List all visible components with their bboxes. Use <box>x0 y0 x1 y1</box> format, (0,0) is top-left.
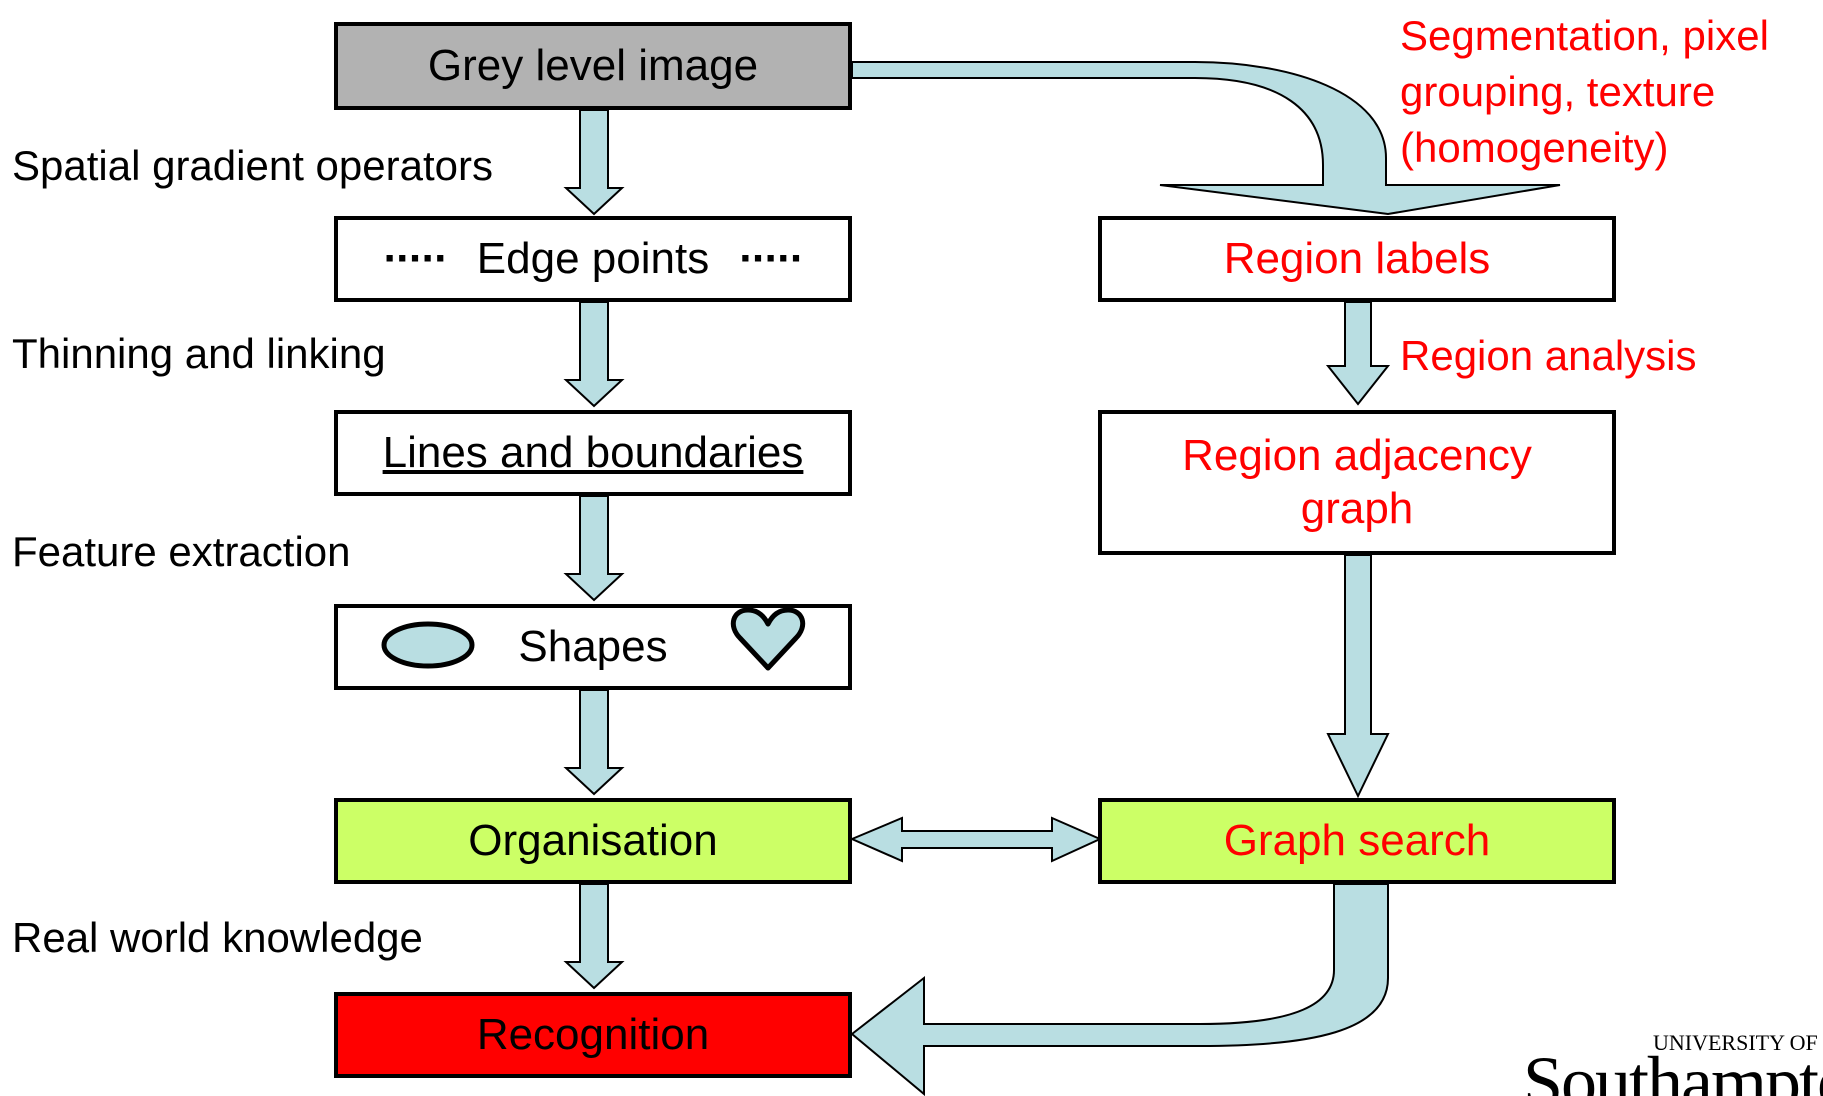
box-organisation-label: Organisation <box>468 815 718 865</box>
arrow-grey-to-edge <box>563 109 625 216</box>
label-segmentation-3: (homogeneity) <box>1400 124 1669 171</box>
box-region-labels: Region labels <box>1098 216 1616 302</box>
arrow-organisation-to-recognition <box>563 883 625 990</box>
arrow-adjacency-to-graph-search <box>1326 554 1390 799</box>
box-region-labels-label: Region labels <box>1223 233 1491 283</box>
box-shapes-label: Shapes <box>518 621 668 671</box>
ellipse-icon <box>381 621 475 669</box>
edge-dots-right: ····· <box>739 233 804 283</box>
box-edge-points: ····· Edge points ····· <box>334 216 852 302</box>
arrow-lines-to-shapes <box>563 495 625 602</box>
box-grey-level-image-label: Grey level image <box>427 40 759 90</box>
label-segmentation-2: grouping, texture <box>1400 68 1716 115</box>
arrow-edge-to-lines <box>563 301 625 408</box>
box-recognition: Recognition <box>334 992 852 1078</box>
university-logo: UNIVERSITY OF Southampton <box>1523 1026 1823 1096</box>
logo-southampton: Southampton <box>1523 1042 1823 1096</box>
label-feature-extraction: Feature extraction <box>12 528 351 575</box>
box-region-adjacency-graph: Region adjacency graph <box>1098 410 1616 555</box>
arrow-grey-to-region-labels <box>851 61 1561 216</box>
edge-dots-left: ····· <box>383 233 449 283</box>
arrow-shapes-to-organisation <box>563 689 625 796</box>
heart-icon <box>730 607 806 671</box>
label-segmentation-1: Segmentation, pixel <box>1400 12 1769 59</box>
arrow-graph-search-to-recognition <box>850 883 1389 1096</box>
arrow-labels-to-adjacency <box>1325 301 1391 406</box>
box-lines-label: Lines and boundaries <box>382 427 804 477</box>
label-real-world-knowledge: Real world knowledge <box>12 914 423 961</box>
box-organisation: Organisation <box>334 798 852 884</box>
box-recognition-label: Recognition <box>476 1009 710 1059</box>
label-thinning-linking: Thinning and linking <box>12 330 386 377</box>
logo-university-of: UNIVERSITY OF <box>1653 1030 1818 1055</box>
label-spatial-gradient: Spatial gradient operators <box>12 142 493 189</box>
box-grey-level-image: Grey level image <box>334 22 852 110</box>
arrow-organisation-graph-search <box>849 816 1103 863</box>
box-shapes: Shapes <box>334 604 852 690</box>
label-region-analysis: Region analysis <box>1400 332 1697 379</box>
box-region-adjacency-label: Region adjacency graph <box>1182 430 1532 533</box>
box-edge-points-label: Edge points <box>476 233 710 283</box>
box-graph-search: Graph search <box>1098 798 1616 884</box>
box-graph-search-label: Graph search <box>1223 815 1491 865</box>
box-lines-and-boundaries: Lines and boundaries <box>334 410 852 496</box>
